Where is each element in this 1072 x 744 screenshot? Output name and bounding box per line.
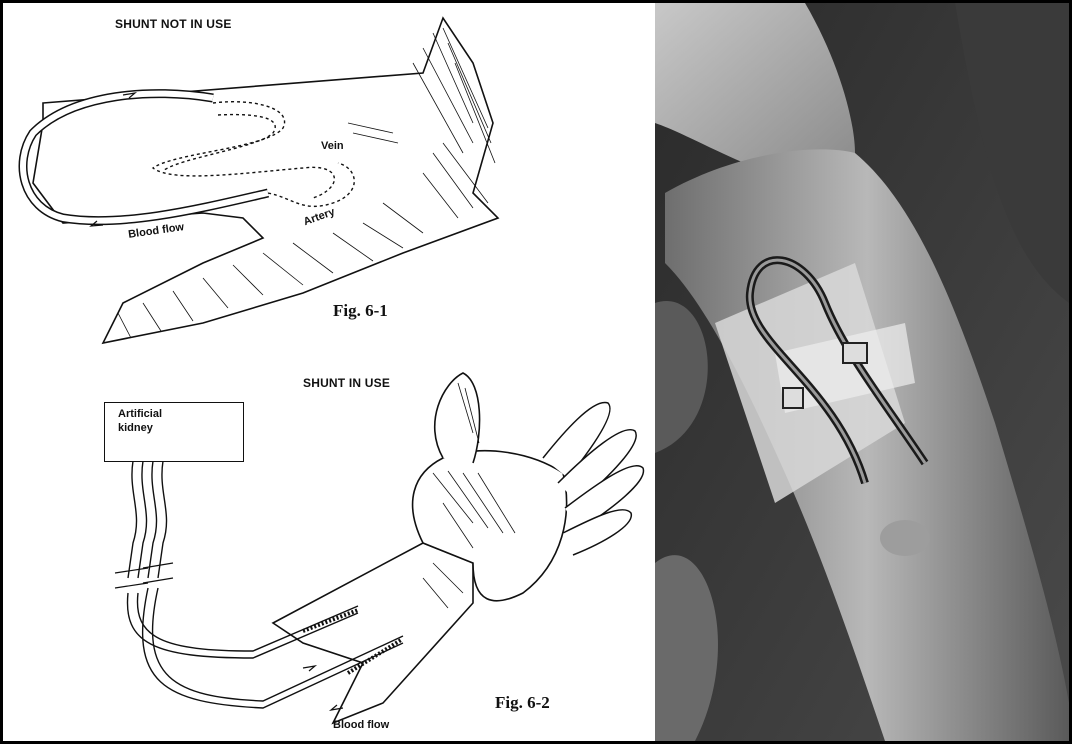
- forearm-shunt-photo: [655, 3, 1069, 741]
- artificial-kidney-label: Artificial kidney: [118, 407, 188, 435]
- fig2-heading: SHUNT IN USE: [303, 376, 390, 390]
- illustration-panel: SHUNT NOT IN USE Vein Artery Blood flow …: [3, 3, 655, 741]
- fig1-heading: SHUNT NOT IN USE: [115, 17, 232, 31]
- blood-flow-label-fig2: Blood flow: [333, 719, 389, 731]
- shunt-illustrations: [3, 3, 655, 741]
- fig1-caption: Fig. 6-1: [333, 301, 388, 321]
- photo-drawing: [655, 3, 1069, 741]
- fig2-caption: Fig. 6-2: [495, 693, 550, 713]
- forearm-drawing-fig1: [23, 18, 498, 343]
- vein-label: Vein: [321, 140, 344, 152]
